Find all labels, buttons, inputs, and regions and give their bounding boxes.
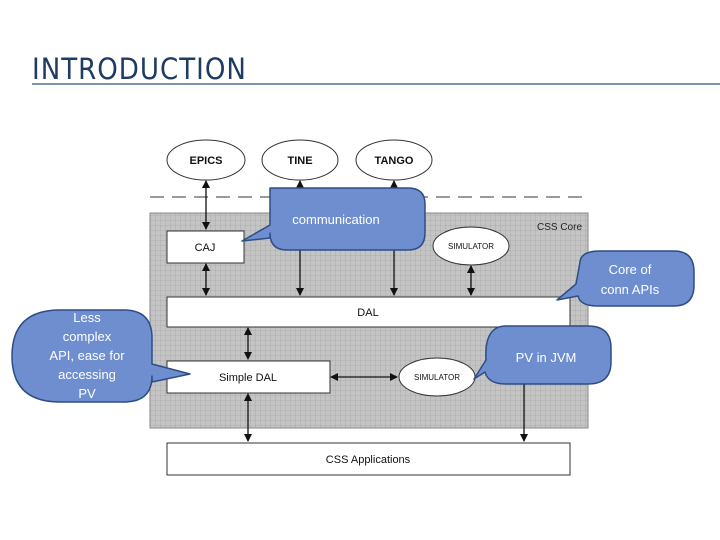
callout-simple-api-line-5: PV <box>78 386 96 401</box>
css-applications-label: CSS Applications <box>326 454 411 466</box>
callout-simple-api-line-4: accessing <box>58 367 116 382</box>
css-core-label: CSS Core <box>537 222 582 233</box>
dal-box <box>166 296 571 328</box>
title-rule <box>32 83 720 85</box>
callout-core-api-line-1: Core of <box>609 262 652 277</box>
callout-simple-api: Less complex API, ease for accessing PV <box>11 309 191 403</box>
caj-label: CAJ <box>195 242 216 254</box>
callout-core-api: Core of conn APIs <box>556 250 695 307</box>
css-applications-box <box>166 442 571 476</box>
callout-communication-text: communication <box>292 212 379 227</box>
simulator-bottom-label: SIMULATOR <box>414 373 460 382</box>
callout-pv-jvm-text: PV in JVM <box>516 350 577 365</box>
callout-simple-api-line-3: API, ease for <box>49 348 125 363</box>
simple-dal-label: Simple DAL <box>219 372 277 384</box>
slide-title: INTRODUCTION <box>32 52 247 86</box>
callout-pv-jvm: PV in JVM <box>473 325 612 385</box>
callout-simple-api-line-1: Less <box>73 310 101 325</box>
callout-communication: communication <box>241 187 426 251</box>
callout-simple-api-line-2: complex <box>63 329 112 344</box>
tine-label: TINE <box>287 155 312 167</box>
tango-label: TANGO <box>375 155 414 167</box>
simulator-top-label: SIMULATOR <box>448 242 494 251</box>
dal-label: DAL <box>357 307 378 319</box>
epics-label: EPICS <box>189 155 222 167</box>
callout-core-api-line-2: conn APIs <box>601 282 660 297</box>
